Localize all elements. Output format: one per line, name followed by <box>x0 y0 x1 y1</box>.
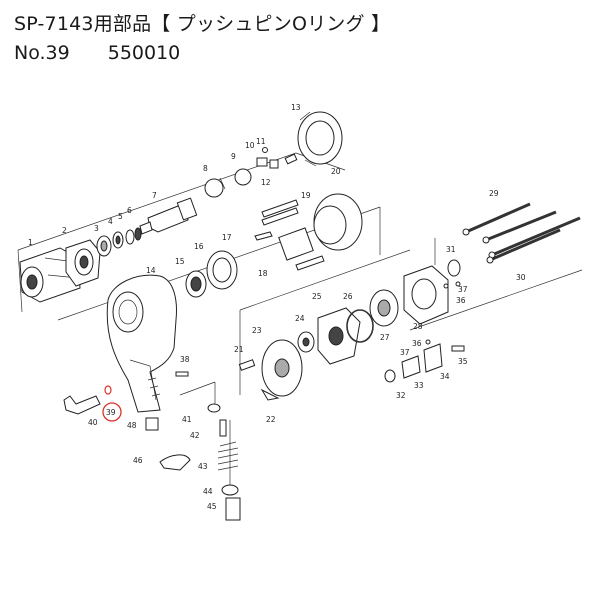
label-35: 35 <box>458 357 468 366</box>
label-17: 17 <box>222 233 232 242</box>
parts-32-37-regulator <box>384 283 465 383</box>
label-25: 25 <box>312 292 322 301</box>
page-title: SP-7143用部品【 プッシュピンOリング 】 <box>14 13 391 35</box>
label-13: 13 <box>291 103 301 112</box>
parts-3-6-bushing-rings <box>96 227 142 257</box>
label-34: 34 <box>440 372 450 381</box>
label-32: 32 <box>396 391 406 400</box>
label-29: 29 <box>489 189 499 198</box>
label-41: 41 <box>182 415 192 424</box>
label-26: 26 <box>343 292 353 301</box>
label-15: 15 <box>175 257 185 266</box>
label-48: 48 <box>127 421 137 430</box>
label-12: 12 <box>261 178 271 187</box>
label-3: 3 <box>94 224 99 233</box>
part-39-highlight-circle <box>102 402 122 422</box>
label-37-lower: 37 <box>400 348 410 357</box>
label-2: 2 <box>62 226 67 235</box>
label-39: 39 <box>106 408 116 417</box>
part-code: 550010 <box>107 42 181 64</box>
label-18: 18 <box>258 269 268 278</box>
label-36-lower: 36 <box>412 339 422 348</box>
part-20-cylinder <box>313 193 363 251</box>
label-5: 5 <box>118 212 123 221</box>
label-46: 46 <box>133 456 143 465</box>
label-8: 8 <box>203 164 208 173</box>
part-1-front-boot <box>19 247 81 303</box>
label-45: 45 <box>207 502 217 511</box>
label-42: 42 <box>190 431 200 440</box>
label-1: 1 <box>28 238 33 247</box>
label-40: 40 <box>88 418 98 427</box>
parts-41-48-valve-assembly <box>145 403 241 521</box>
label-24: 24 <box>295 314 305 323</box>
parts-8-12-hammer-pins <box>204 147 298 198</box>
label-36-upper: 36 <box>456 296 466 305</box>
parts-17-19-rotor-blades <box>254 199 325 271</box>
part-14-main-housing <box>106 274 177 413</box>
label-27: 27 <box>380 333 390 342</box>
label-38: 38 <box>180 355 190 364</box>
parts-21-28-rear-assembly <box>238 265 449 401</box>
label-43: 43 <box>198 462 208 471</box>
label-11: 11 <box>256 137 266 146</box>
label-28: 28 <box>413 322 423 331</box>
part-number-labels: 1 2 3 4 5 6 7 8 9 10 11 12 13 14 15 16 1… <box>28 103 526 511</box>
label-31: 31 <box>446 245 456 254</box>
part-number-line: No.39 550010 <box>14 42 180 64</box>
part-39-o-ring <box>104 385 112 395</box>
label-6: 6 <box>127 206 132 215</box>
parts-38-40-trigger-pin <box>63 371 189 422</box>
label-9: 9 <box>231 152 236 161</box>
parts-29-31-bolts <box>447 202 581 287</box>
label-19: 19 <box>301 191 311 200</box>
label-14: 14 <box>146 266 156 275</box>
label-10: 10 <box>245 141 255 150</box>
label-37-upper: 37 <box>458 285 468 294</box>
label-4: 4 <box>108 217 113 226</box>
label-44: 44 <box>203 487 213 496</box>
label-33: 33 <box>414 381 424 390</box>
label-20: 20 <box>331 167 341 176</box>
label-7: 7 <box>152 191 157 200</box>
part-2-front-plate <box>65 239 101 287</box>
label-22: 22 <box>266 415 276 424</box>
parts-15-16-bearing <box>185 250 238 298</box>
label-23: 23 <box>252 326 262 335</box>
label-30: 30 <box>516 273 526 282</box>
label-16: 16 <box>194 242 204 251</box>
label-21: 21 <box>234 345 244 354</box>
part-13-front-housing <box>297 111 343 167</box>
item-number: No.39 <box>14 42 70 64</box>
part-7-anvil <box>139 197 198 235</box>
